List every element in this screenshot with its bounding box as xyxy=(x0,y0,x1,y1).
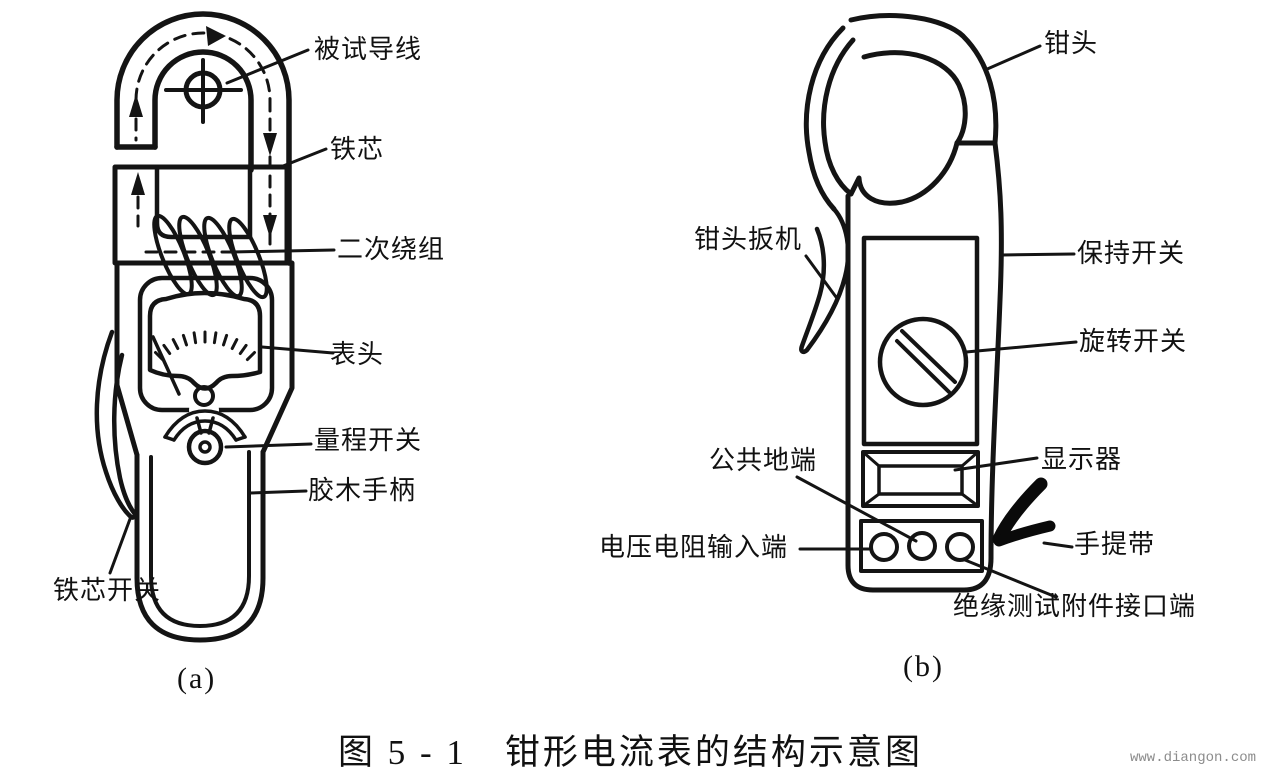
leader-iron-core xyxy=(276,147,328,170)
label-common-ground: 公共地端 xyxy=(709,446,818,475)
flux-arrow-down-right-1 xyxy=(263,133,277,156)
handle-outer xyxy=(134,449,266,643)
terminal-left xyxy=(869,532,899,562)
leader-rotary-switch xyxy=(964,340,1078,354)
head-inner-lower xyxy=(848,140,960,206)
digital-clamp-meter-drawing xyxy=(795,13,1078,599)
flux-arrow-down-right-2 xyxy=(263,215,277,238)
left-jaw-inner xyxy=(821,37,856,197)
meter-face xyxy=(147,290,263,391)
head-outer xyxy=(848,13,999,146)
meter-needle xyxy=(151,335,181,396)
leader-lines-a xyxy=(108,48,336,575)
core-window xyxy=(154,164,253,240)
body-outline xyxy=(845,140,1004,593)
conductor-cross xyxy=(164,58,243,124)
flux-left-dashed xyxy=(134,98,140,228)
panel-a-tag: (a) xyxy=(177,662,217,695)
iron-core-hook-outer xyxy=(114,11,292,266)
secondary-winding-coil xyxy=(152,213,269,300)
hand-strap-drawing xyxy=(992,477,1056,547)
leader-display xyxy=(953,456,1039,472)
terminal-block xyxy=(859,519,984,573)
core-lower-box xyxy=(112,164,290,266)
figure-caption: 图 5 - 1 钳形电流表的结构示意图 xyxy=(338,733,923,772)
iron-core-hook-inner xyxy=(152,49,254,173)
display-window xyxy=(861,450,980,508)
leader-hand-strap xyxy=(1042,541,1074,549)
leader-range-switch xyxy=(224,442,313,449)
rotary-switch-slot xyxy=(895,329,957,394)
left-jaw-outer xyxy=(803,25,846,212)
flux-arrow-up-left-leg xyxy=(129,94,143,117)
flux-arrow-up-box xyxy=(131,172,145,195)
terminal-middle xyxy=(907,531,937,561)
leader-clamp-head xyxy=(983,44,1042,72)
leader-clamp-trigger xyxy=(804,254,838,299)
leader-lines-b xyxy=(795,44,1078,599)
rotary-switch-dial xyxy=(877,316,969,408)
leader-hold-switch xyxy=(1000,252,1076,257)
leader-insulation-port xyxy=(963,558,1058,599)
terminal-right xyxy=(945,532,975,562)
label-wire-under-test: 被试导线 xyxy=(314,35,423,64)
label-hold-switch: 保持开关 xyxy=(1077,239,1186,268)
range-switch-drawing xyxy=(163,409,247,466)
label-iron-core: 铁芯 xyxy=(330,135,385,164)
leader-meter-head xyxy=(260,345,335,355)
label-iron-core-switch: 铁芯开关 xyxy=(53,576,162,605)
label-voltage-input: 电压电阻输入端 xyxy=(599,533,789,562)
leader-bakelite-handle xyxy=(248,489,308,495)
label-secondary-winding: 二次绕组 xyxy=(337,235,446,264)
label-bakelite-handle: 胶木手柄 xyxy=(308,476,417,505)
label-clamp-head: 钳头 xyxy=(1044,29,1099,58)
label-hand-strap: 手提带 xyxy=(1074,530,1156,559)
label-range-switch: 量程开关 xyxy=(314,426,423,455)
label-meter-head: 表头 xyxy=(330,340,385,369)
leader-common-ground xyxy=(795,475,918,543)
label-insulation-port: 绝缘测试附件接口端 xyxy=(953,592,1197,621)
head-inner-right xyxy=(861,50,968,146)
leader-secondary-winding xyxy=(230,248,336,254)
front-panel xyxy=(861,235,980,447)
leader-wire-under-test xyxy=(225,48,310,85)
meter-scale-ticks xyxy=(154,330,256,362)
iron-core-switch-lever xyxy=(94,329,138,520)
flux-arc-dashed xyxy=(134,31,272,102)
flux-arrow-right-top xyxy=(206,26,226,46)
label-clamp-trigger: 钳头扳机 xyxy=(694,225,803,254)
panel-b-tag: (b) xyxy=(903,650,944,683)
watermark: www.diangon.com xyxy=(1130,750,1257,766)
analog-clamp-meter-drawing xyxy=(94,11,336,643)
label-rotary-switch: 旋转开关 xyxy=(1079,327,1188,356)
leader-iron-core-switch xyxy=(108,517,132,575)
label-display: 显示器 xyxy=(1041,445,1123,474)
pivot-circle xyxy=(193,385,215,407)
handle-inner xyxy=(149,450,251,628)
